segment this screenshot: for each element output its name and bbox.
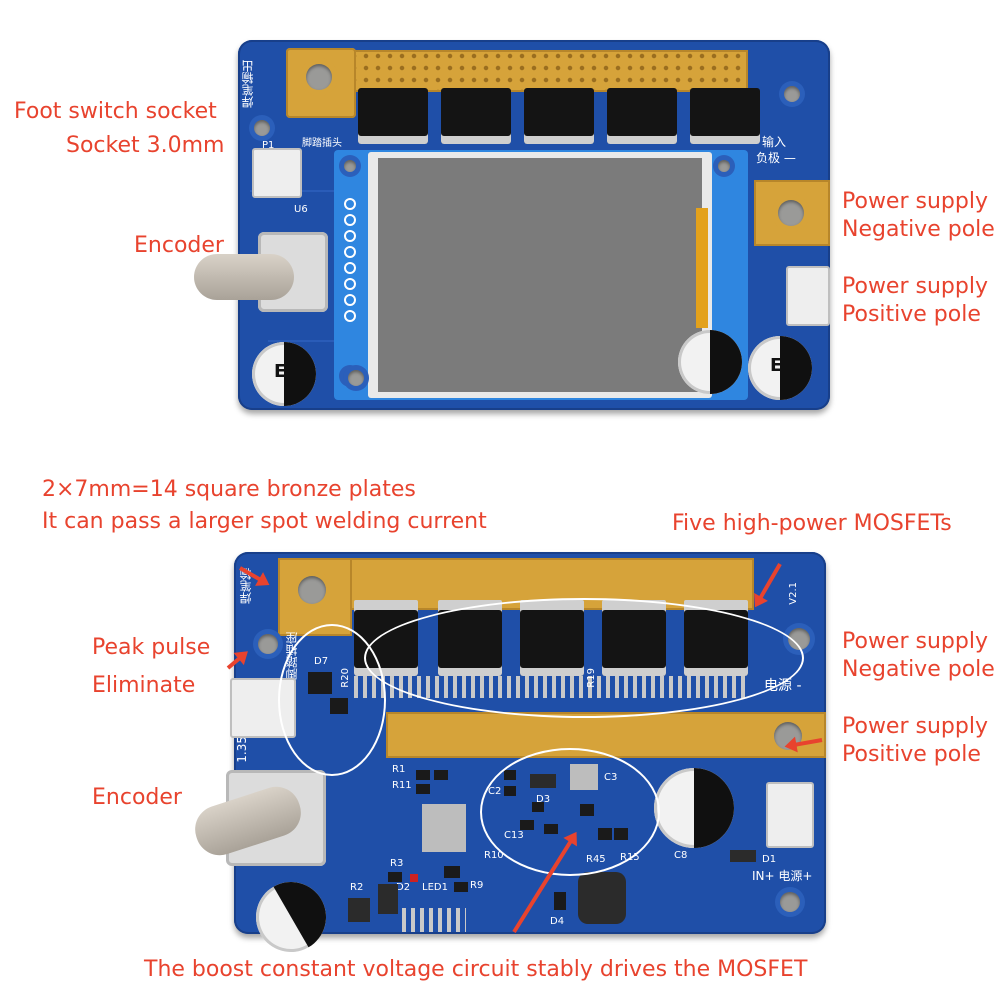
top-silk-u6: U6 [294, 204, 308, 215]
label-plates-1: 2×7mm=14 square bronze plates [42, 477, 416, 502]
label-encoder-bottom: Encoder [92, 785, 182, 810]
top-mount-hole [784, 86, 800, 102]
top-mount-hole-left [306, 64, 332, 90]
bottom-header-pins [402, 908, 466, 932]
top-capacitor-right-1 [678, 330, 742, 394]
bottom-silk-d4: D4 [550, 916, 565, 927]
bottom-positive-connector [766, 782, 814, 848]
bottom-silk-r11: R11 [392, 780, 412, 791]
bottom-silk-r1: R1 [392, 764, 406, 775]
bottom-silk-d2: D2 [396, 882, 411, 893]
bottom-silk-c8: C8 [674, 850, 688, 861]
top-mosfet-3 [524, 88, 594, 144]
bottom-ic-main [422, 804, 466, 852]
label-boost: The boost constant voltage circuit stabl… [144, 957, 808, 982]
top-silk-weld-out: 焊笔输出 [241, 60, 255, 108]
highlight-peak-pulse [278, 624, 386, 776]
label-pos-pole-bottom-2: Positive pole [842, 742, 981, 767]
bottom-regulator [348, 898, 370, 922]
top-silk-input-1: 输入 [762, 135, 787, 149]
top-mosfet-2 [441, 88, 511, 144]
top-bronze-bus [288, 50, 748, 92]
highlight-boost-circuit [480, 748, 660, 876]
bottom-silk-r10: R10 [484, 850, 504, 861]
bottom-capacitor-right [654, 768, 734, 848]
top-cap-mark-left: E [274, 361, 287, 382]
top-mount-hole [254, 120, 270, 136]
top-silk-foot-socket: 脚踏插头 [302, 138, 342, 149]
top-mosfet-4 [607, 88, 677, 144]
top-mount-hole [348, 370, 364, 386]
label-foot-switch-2: Socket 3.0mm [66, 133, 225, 158]
bottom-silk-led1: LED1 [422, 882, 448, 893]
highlight-mosfets [364, 598, 804, 718]
top-silk-input-2: 负极 — [756, 151, 796, 165]
top-mosfet-1 [358, 88, 428, 144]
top-lcd-screen [378, 158, 702, 392]
label-pos-pole-bottom-1: Power supply [842, 714, 988, 739]
label-encoder-top: Encoder [134, 233, 224, 258]
bottom-led1 [410, 874, 418, 882]
top-cap-mark-right: E [770, 355, 783, 376]
top-lcd-flex-tab [696, 208, 708, 328]
bottom-silk-version2: 1.35 [235, 736, 249, 763]
label-neg-pole-bottom-2: Negative pole [842, 657, 995, 682]
bottom-inductor-power [578, 872, 626, 924]
top-encoder-knob [194, 254, 294, 300]
top-negative-hole [778, 200, 804, 226]
bottom-bronze-lower-bar [386, 712, 826, 758]
bottom-silk-r9: R9 [470, 880, 484, 891]
label-peak-pulse-2: Eliminate [92, 673, 196, 698]
label-foot-switch-1: Foot switch socket [14, 99, 217, 124]
label-mosfets: Five high-power MOSFETs [672, 511, 952, 536]
bottom-silk-version: V2.1 [788, 582, 799, 605]
bottom-silk-power-pos: IN+ 电源+ [752, 869, 813, 883]
bottom-capacitor-left [243, 869, 339, 965]
label-plates-2: It can pass a larger spot welding curren… [42, 509, 487, 534]
top-mosfet-5 [690, 88, 760, 144]
bottom-mount-hole [780, 892, 800, 912]
top-foot-switch-socket [252, 148, 302, 198]
top-positive-connector [786, 266, 830, 326]
label-neg-pole-bottom-1: Power supply [842, 629, 988, 654]
bottom-mount-hole [258, 634, 278, 654]
label-neg-pole-top-2: Negative pole [842, 217, 995, 242]
bottom-silk-r3: R3 [390, 858, 404, 869]
label-pos-pole-top-1: Power supply [842, 274, 988, 299]
bottom-hole-upper-left [298, 576, 326, 604]
bottom-silk-d1: D1 [762, 854, 777, 865]
label-peak-pulse-1: Peak pulse [92, 635, 211, 660]
label-neg-pole-top-1: Power supply [842, 189, 988, 214]
bottom-silk-r2: R2 [350, 882, 364, 893]
top-pcb-board: 焊笔输出 脚踏插头 P1 U6 输入 负极 — E [194, 40, 830, 410]
bottom-pcb-board: 焊笔输 脚踏插座 V2.1 电源 - IN+ 电源+ D7 R20 R19 R1… [188, 552, 826, 965]
top-silk-p1: P1 [262, 140, 275, 151]
label-pos-pole-top-2: Positive pole [842, 302, 981, 327]
